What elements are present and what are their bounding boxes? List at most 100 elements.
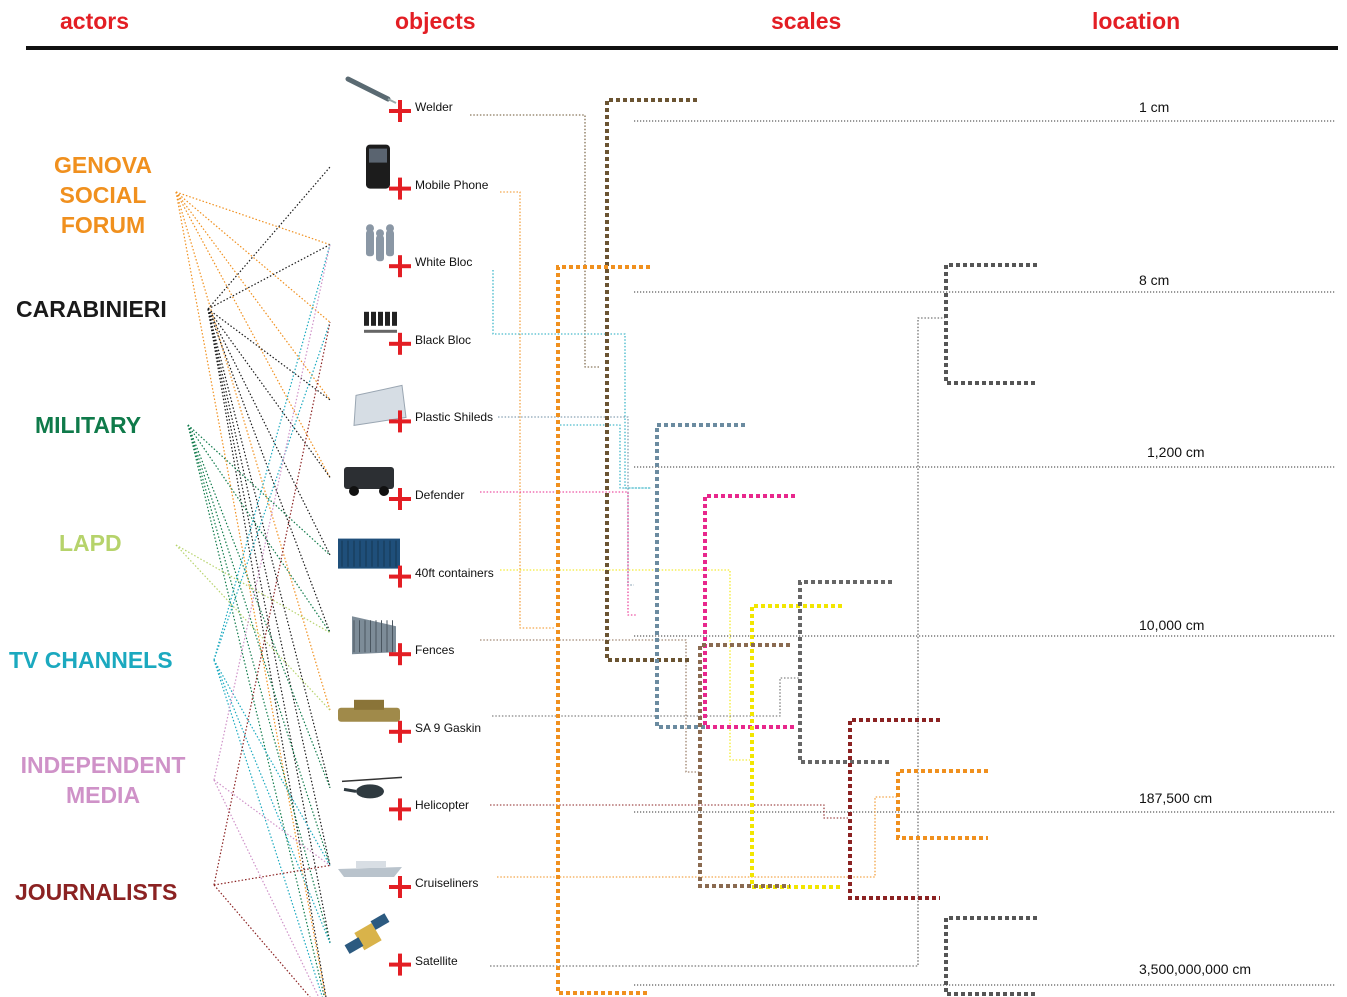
link-carabinieri-containers bbox=[207, 308, 331, 633]
mobile-phone-icon bbox=[366, 144, 390, 189]
connector-fences bbox=[480, 639, 700, 773]
welder-tip bbox=[387, 98, 397, 104]
figure bbox=[376, 235, 384, 262]
actor-label-line: MILITARY bbox=[35, 412, 142, 438]
connector-sa9-gaskin bbox=[492, 677, 800, 717]
plus-icon bbox=[398, 876, 402, 898]
object-label-plastic-shields: Plastic Shileds bbox=[415, 410, 494, 424]
link-tv-white bbox=[213, 322, 331, 661]
link-genova-satellite bbox=[175, 191, 327, 997]
figure bbox=[364, 311, 369, 326]
link-carabinieri-gaskin bbox=[207, 308, 331, 788]
link-tv-helicopter bbox=[213, 659, 331, 866]
link-carabinieri-cruise bbox=[207, 308, 331, 944]
link-military-helicopter bbox=[187, 424, 331, 866]
hull bbox=[338, 867, 402, 877]
solar-panel bbox=[370, 913, 390, 930]
actor-label-line: SOCIAL bbox=[59, 182, 147, 208]
satellite-icon bbox=[344, 913, 390, 954]
bracket-welder bbox=[605, 98, 697, 662]
plus-icon bbox=[398, 643, 402, 666]
black-bloc-icon bbox=[364, 311, 397, 333]
actor-label-line: CARABINIERI bbox=[16, 296, 167, 322]
welder-shape bbox=[345, 76, 391, 102]
actor-independent-media: INDEPENDENT MEDIA bbox=[11, 750, 195, 810]
deck bbox=[356, 861, 386, 868]
link-independent-satellite bbox=[213, 779, 320, 997]
phone-screen bbox=[369, 148, 387, 163]
scale-label-1cm: 1 cm bbox=[1139, 99, 1170, 115]
header-scales: scales bbox=[771, 8, 842, 34]
scale-lines bbox=[634, 120, 1336, 986]
actor-label-line: LAPD bbox=[59, 530, 122, 556]
plus-icon bbox=[398, 488, 402, 510]
plus-icon bbox=[398, 798, 402, 821]
bracket-cruiseliners bbox=[896, 769, 988, 840]
actor-genova-social-forum: GENOVA SOCIAL FORUM bbox=[50, 150, 156, 240]
object-label-black-bloc: Black Bloc bbox=[415, 333, 472, 347]
link-journalists-white bbox=[213, 322, 331, 886]
object-icons bbox=[338, 76, 407, 954]
figure-head bbox=[376, 229, 384, 238]
fence-panel bbox=[352, 616, 396, 655]
welder-icon bbox=[345, 76, 397, 104]
figure-head bbox=[386, 224, 394, 233]
link-genova-white bbox=[175, 191, 331, 323]
tail bbox=[343, 787, 357, 793]
link-carabinieri-satellite bbox=[207, 308, 327, 997]
header-objects: objects bbox=[395, 8, 476, 34]
vehicle-body bbox=[338, 707, 400, 722]
bracket-mobile-phone bbox=[556, 265, 650, 995]
link-genova-mobile bbox=[175, 191, 331, 246]
scale-label-10000cm: 10,000 cm bbox=[1139, 617, 1205, 633]
link-carabinieri-helicopter bbox=[207, 308, 331, 866]
bracket-fences bbox=[698, 643, 790, 888]
link-military-satellite bbox=[187, 424, 325, 997]
cruiseliner-icon bbox=[338, 861, 402, 877]
defender-icon bbox=[344, 467, 394, 496]
object-label-sa9-gaskin: SA 9 Gaskin bbox=[415, 721, 482, 735]
header-actors: actors bbox=[60, 8, 130, 34]
connector-mobile-phone bbox=[500, 191, 555, 629]
object-label-white-bloc: White Bloc bbox=[415, 255, 473, 269]
wheel bbox=[349, 486, 359, 496]
object-label-cruiseliners: Cruiseliners bbox=[415, 876, 479, 890]
connector-helicopter bbox=[490, 804, 848, 819]
container-icon bbox=[338, 538, 400, 569]
figure bbox=[378, 311, 383, 326]
plus-icon bbox=[398, 255, 402, 278]
rotor bbox=[341, 776, 403, 783]
plus-icon bbox=[398, 565, 402, 588]
container-body bbox=[338, 538, 400, 569]
wheel bbox=[379, 486, 389, 496]
bracket-satellite-8cm bbox=[944, 263, 1037, 385]
launcher bbox=[354, 699, 384, 710]
connector-containers bbox=[500, 569, 750, 761]
figure bbox=[392, 311, 397, 326]
connector-white-bloc bbox=[492, 270, 650, 489]
link-genova-fences bbox=[175, 191, 331, 711]
object-label-mobile-phone: Mobile Phone bbox=[415, 178, 489, 192]
object-label-defender: Defender bbox=[415, 488, 465, 502]
actor-label-line: MEDIA bbox=[65, 782, 141, 808]
actor-label-line: GENOVA bbox=[54, 152, 152, 178]
bracket-satellite-3500000000cm bbox=[944, 916, 1037, 996]
bracket-sa9-gaskin bbox=[798, 580, 892, 764]
vehicle-body bbox=[344, 467, 394, 489]
actor-label-line: JOURNALISTS bbox=[15, 879, 178, 905]
actor-label-line: INDEPENDENT bbox=[20, 752, 186, 778]
plus-icon bbox=[398, 953, 402, 976]
link-genova-shields bbox=[175, 191, 331, 478]
fuselage bbox=[356, 784, 384, 799]
plus-markers bbox=[389, 100, 411, 976]
object-scale-connectors bbox=[470, 114, 945, 967]
plus-icon bbox=[398, 410, 402, 433]
link-lapd-containers bbox=[175, 544, 331, 634]
actor-carabinieri: CARABINIERI bbox=[16, 294, 167, 324]
link-genova-black bbox=[175, 191, 331, 401]
object-label-containers: 40ft containers bbox=[415, 566, 494, 580]
solar-panel bbox=[344, 937, 364, 954]
caption-bar bbox=[364, 329, 397, 333]
plus-icon bbox=[398, 100, 402, 122]
